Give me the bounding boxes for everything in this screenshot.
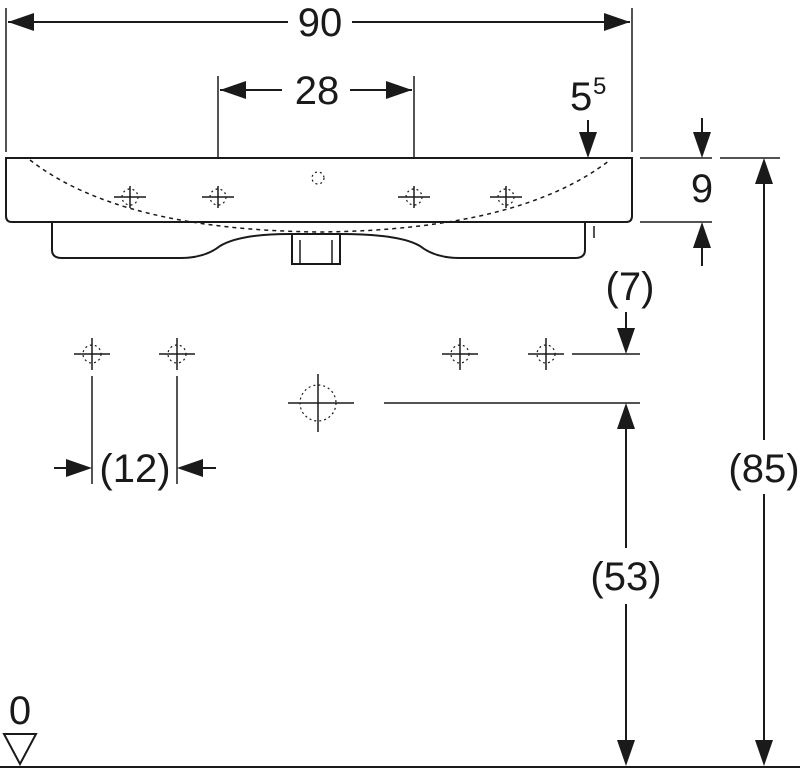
dimension-tap-hole-spacing: 28 xyxy=(217,69,415,186)
washbasin xyxy=(5,157,633,265)
fixing-hole xyxy=(490,186,522,208)
hole-offset-label: (7) xyxy=(606,265,655,309)
arrow-down-icon xyxy=(693,132,711,158)
dimension-total-height: (85) xyxy=(720,157,800,766)
arrow-up-icon xyxy=(617,403,635,429)
arrow-left-icon xyxy=(177,459,203,477)
arrow-up-icon xyxy=(693,222,711,248)
dimension-hole-spacing: (12) xyxy=(54,376,216,491)
arrow-right-icon xyxy=(386,81,412,99)
arrow-left-icon xyxy=(8,13,34,31)
bowl-hidden-line xyxy=(29,159,611,233)
overflow-hole xyxy=(311,171,325,185)
arrow-up-icon xyxy=(755,158,773,184)
wall-fixing-holes xyxy=(74,338,564,370)
rim-offset-label: 5 xyxy=(570,75,592,119)
basin-holes xyxy=(114,186,522,208)
basin-top xyxy=(5,157,633,223)
overall-width-label: 90 xyxy=(298,1,343,45)
drain-outlet xyxy=(291,233,341,265)
total-height-label: (85) xyxy=(728,447,799,491)
fixing-hole xyxy=(202,186,234,208)
arrow-right-icon xyxy=(66,459,92,477)
arrow-down-icon xyxy=(617,328,635,354)
floor-level-label: 0 xyxy=(9,689,31,733)
wall-hole xyxy=(159,338,195,370)
fixing-hole xyxy=(398,186,430,208)
arrow-right-icon xyxy=(604,13,630,31)
tap-hole-spacing-label: 28 xyxy=(295,69,340,113)
fixing-hole xyxy=(114,186,146,208)
dimension-overall-width: 90 xyxy=(5,1,633,152)
wall-hole xyxy=(442,338,478,370)
arrow-down-icon xyxy=(579,132,597,158)
dimension-basin-height: 9 xyxy=(640,118,713,266)
basin-height-label: 9 xyxy=(691,167,713,211)
arrow-left-icon xyxy=(220,81,246,99)
dimension-drain-height: (53) xyxy=(384,402,662,766)
rim-offset-superscript: 5 xyxy=(593,73,606,100)
hole-spacing-label: (12) xyxy=(99,447,170,491)
drain-position xyxy=(288,374,354,432)
arrow-down-icon xyxy=(617,740,635,766)
wall-hole xyxy=(528,338,564,370)
dimension-hole-offset: (7) xyxy=(572,265,655,355)
floor-level: 0 xyxy=(0,689,800,768)
wall-hole xyxy=(74,338,110,370)
arrow-down-icon xyxy=(755,740,773,766)
level-triangle-icon xyxy=(2,733,38,767)
drain-height-label: (53) xyxy=(590,555,661,599)
